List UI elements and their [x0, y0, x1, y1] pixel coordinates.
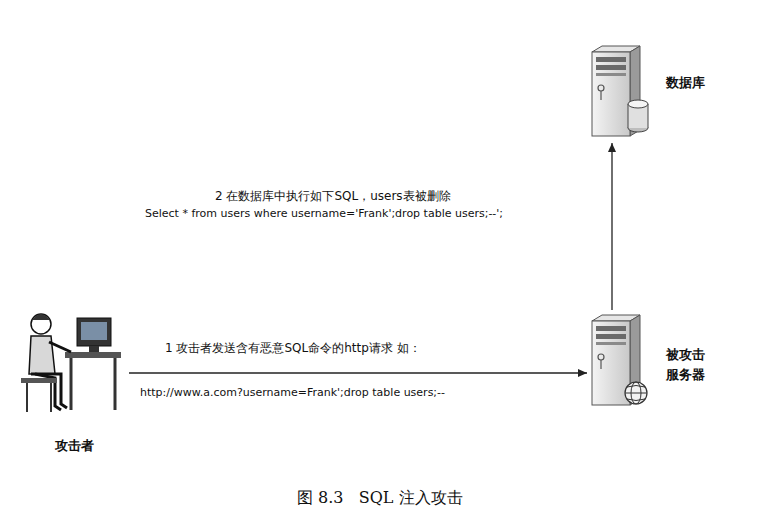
arrow-connector: [611, 143, 612, 310]
edge-label: 2 在数据库中执行如下SQL，users表被删除: [213, 188, 453, 205]
database-server: 数据库: [588, 44, 650, 140]
code-text: Select * from users where username='Fran…: [143, 207, 505, 220]
arrow-connector: [129, 372, 587, 373]
attacker-figure: [15, 300, 125, 420]
server-icon: [588, 313, 650, 409]
node-label: 数据库: [666, 74, 705, 92]
figure-caption: 图 8.3 SQL 注入攻击: [297, 488, 463, 509]
attacker: 攻击者: [15, 300, 125, 420]
code-text: http://www.a.com?username=Frank';drop ta…: [138, 386, 447, 399]
server-icon: [588, 44, 650, 140]
node-label: 攻击者: [55, 437, 94, 455]
attacked-server: 被攻击 服务器: [588, 313, 650, 409]
node-label: 被攻击 服务器: [666, 345, 710, 384]
edge-label: 1 攻击者发送含有恶意SQL命令的http请求 如：: [163, 340, 423, 357]
